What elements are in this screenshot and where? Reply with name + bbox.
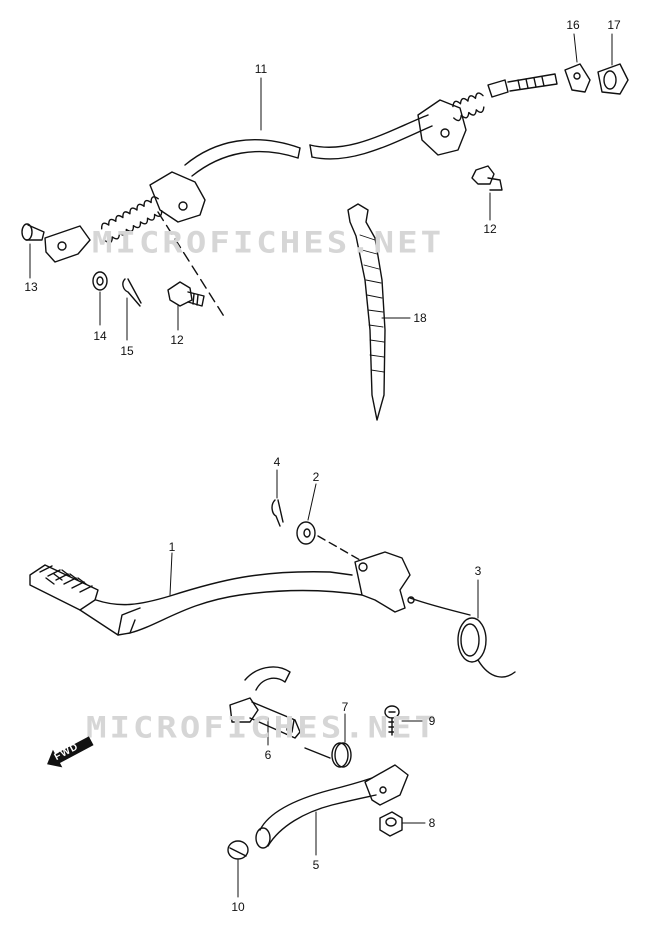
cotter-pin-4 — [271, 499, 284, 527]
callout-11: 11 — [254, 62, 268, 76]
washer-2 — [296, 521, 316, 545]
callout-14: 14 — [93, 329, 107, 343]
brake-pedal-1 — [29, 535, 415, 636]
callout-18: 18 — [413, 311, 427, 325]
return-spring-3 — [409, 597, 516, 678]
callout-5: 5 — [312, 858, 320, 872]
callout-8: 8 — [428, 816, 436, 830]
bolt-12-left — [167, 281, 205, 307]
spring-7 — [304, 742, 352, 768]
callout-12-left: 12 — [170, 333, 184, 347]
watermark-bottom: MICROFICHES.NET — [86, 711, 439, 745]
cotter-pin-15 — [122, 278, 142, 307]
screw-9 — [384, 705, 400, 736]
nut-8 — [379, 811, 403, 837]
callout-13: 13 — [24, 280, 38, 294]
lever-pin-6 — [229, 666, 301, 739]
cap-10 — [227, 840, 249, 860]
washer-14 — [92, 271, 108, 291]
forward-arrow-icon: FWD — [41, 729, 98, 775]
callout-leaders — [29, 33, 613, 898]
nut-17 — [597, 63, 629, 95]
callout-7: 7 — [341, 700, 349, 714]
cap-16 — [564, 63, 591, 93]
lever-5 — [255, 764, 409, 849]
callout-4: 4 — [273, 455, 281, 469]
callout-6: 6 — [264, 748, 272, 762]
callout-9: 9 — [428, 714, 436, 728]
pin-13 — [21, 223, 45, 241]
callout-1: 1 — [168, 540, 176, 554]
callout-15: 15 — [120, 344, 134, 358]
callout-10: 10 — [231, 900, 245, 914]
callout-2: 2 — [312, 470, 320, 484]
callout-16: 16 — [566, 18, 580, 32]
watermark-top: MICROFICHES.NET — [92, 226, 445, 260]
callout-3: 3 — [474, 564, 482, 578]
cable-tie-18 — [347, 203, 386, 421]
brake-cable — [44, 73, 558, 319]
bolt-12-right — [471, 165, 503, 191]
callout-12-right: 12 — [483, 222, 497, 236]
callout-17: 17 — [607, 18, 621, 32]
